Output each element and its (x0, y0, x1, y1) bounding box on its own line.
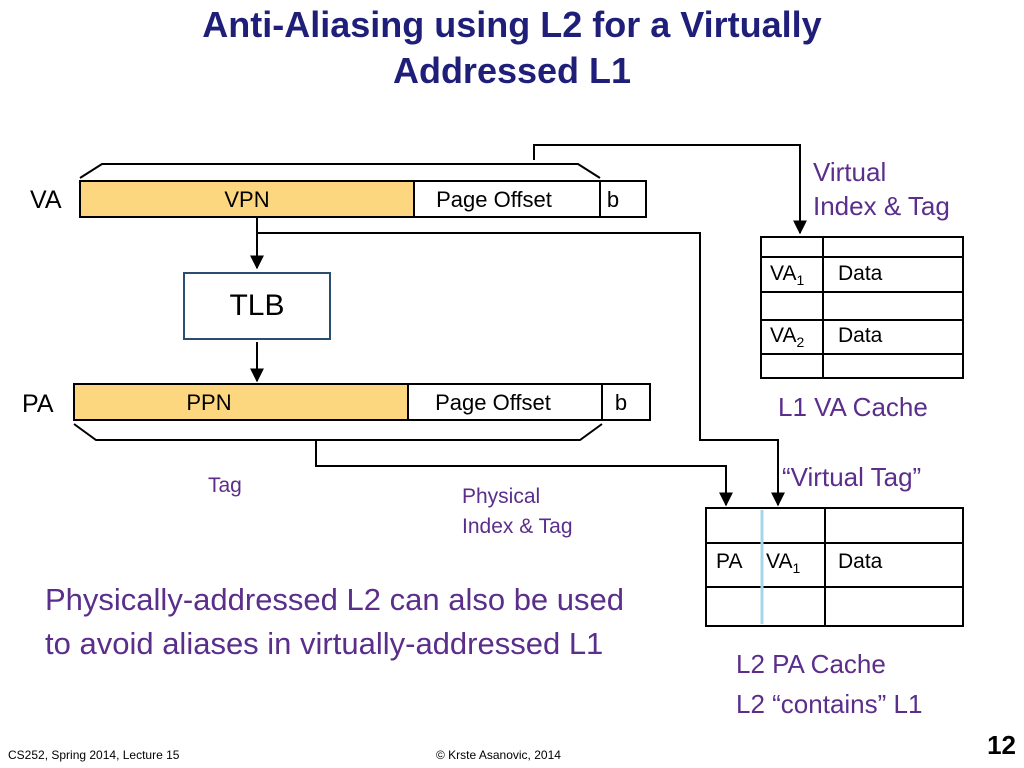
va-vpn-label: VPN (224, 187, 270, 212)
va-b-label: b (606, 187, 620, 212)
arrow-physical-index-to-l2 (315, 440, 733, 507)
title-line-1: Anti-Aliasing using L2 for a Virtually (202, 4, 822, 45)
tlb-box: TLB (183, 272, 331, 340)
l1-va1-tag: VA1 (770, 262, 805, 288)
l1-cache-caption: L1 VA Cache (778, 392, 928, 422)
l1-data-1: Data (838, 262, 883, 285)
pa-b-field (601, 383, 651, 421)
physical-index-tag-line-2: Index & Tag (462, 515, 573, 538)
l2-cache-grid (705, 507, 964, 627)
footer-course: CS252, Spring 2014, Lecture 15 (8, 748, 180, 762)
slide-title: Anti-Aliasing using L2 for a Virtually A… (0, 2, 1024, 94)
l2-caption-line-1: L2 PA Cache (736, 649, 886, 679)
virtual-index-tag-line-1: Virtual (813, 157, 887, 187)
virtual-index-tag-label: Virtual Index & Tag (813, 155, 950, 223)
virtual-tag-label: “Virtual Tag” (782, 462, 922, 492)
pa-ppn-field (73, 383, 409, 421)
physical-index-tag-line-1: Physical (462, 485, 541, 508)
tag-label: Tag (208, 474, 242, 497)
physical-index-tag-label: Physical Index & Tag (462, 482, 573, 542)
pa-b-label: b (614, 390, 628, 415)
arrow-virtual-tag-to-l2 (257, 232, 785, 507)
l2-cache-caption: L2 PA Cache L2 “contains” L1 (736, 644, 922, 724)
l2-data: Data (838, 550, 883, 573)
va-brace (79, 163, 601, 179)
va-b-field (599, 180, 647, 218)
pa-ppn-label: PPN (186, 390, 232, 415)
title-line-2: Addressed L1 (392, 50, 632, 91)
pa-brace (73, 423, 603, 441)
tlb-label: TLB (229, 289, 285, 322)
pa-label: PA (22, 390, 54, 418)
slide-number: 12 (987, 730, 1016, 760)
pa-offset-label: Page Offset (435, 390, 551, 415)
l1-cache-grid (760, 236, 964, 379)
l1-va2-tag: VA2 (770, 324, 805, 350)
va-label: VA (30, 186, 62, 214)
l2-pa-tag: PA (716, 550, 743, 573)
arrow-virtual-index-to-l1 (533, 144, 807, 235)
va-vpn-field (79, 180, 415, 218)
l2-va1-tag: VA1 (766, 550, 801, 576)
l2-caption-line-2: L2 “contains” L1 (736, 689, 923, 719)
footer-copyright: © Krste Asanovic, 2014 (436, 748, 561, 762)
pa-offset-field (407, 383, 603, 421)
l1-data-2: Data (838, 324, 883, 347)
virtual-index-tag-line-2: Index & Tag (813, 191, 950, 221)
slide-note: Physically-addressed L2 can also be used… (45, 582, 625, 661)
va-offset-label: Page Offset (436, 187, 552, 212)
